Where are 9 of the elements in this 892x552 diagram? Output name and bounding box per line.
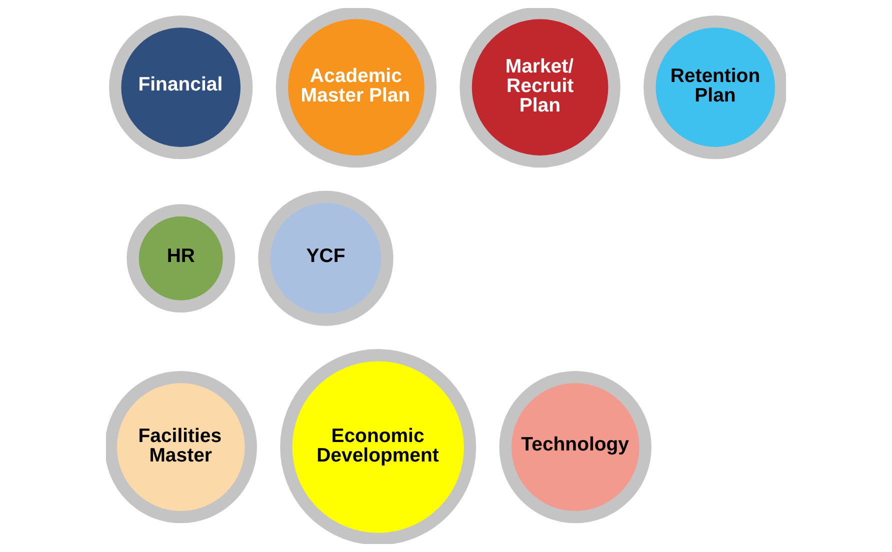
node-circle: HR <box>126 204 236 313</box>
node-circle: Economic Development <box>280 349 476 544</box>
node-circle: Technology <box>499 370 652 524</box>
node-circle: Academic Master Plan <box>276 8 437 168</box>
node-circle: Facilities Master <box>106 370 257 524</box>
node-circle: Market/ Recruit Plan <box>460 8 620 168</box>
node-circle: Financial <box>109 15 253 160</box>
node-circle: Retention Plan <box>644 15 786 160</box>
node-circle: YCF <box>258 190 394 326</box>
